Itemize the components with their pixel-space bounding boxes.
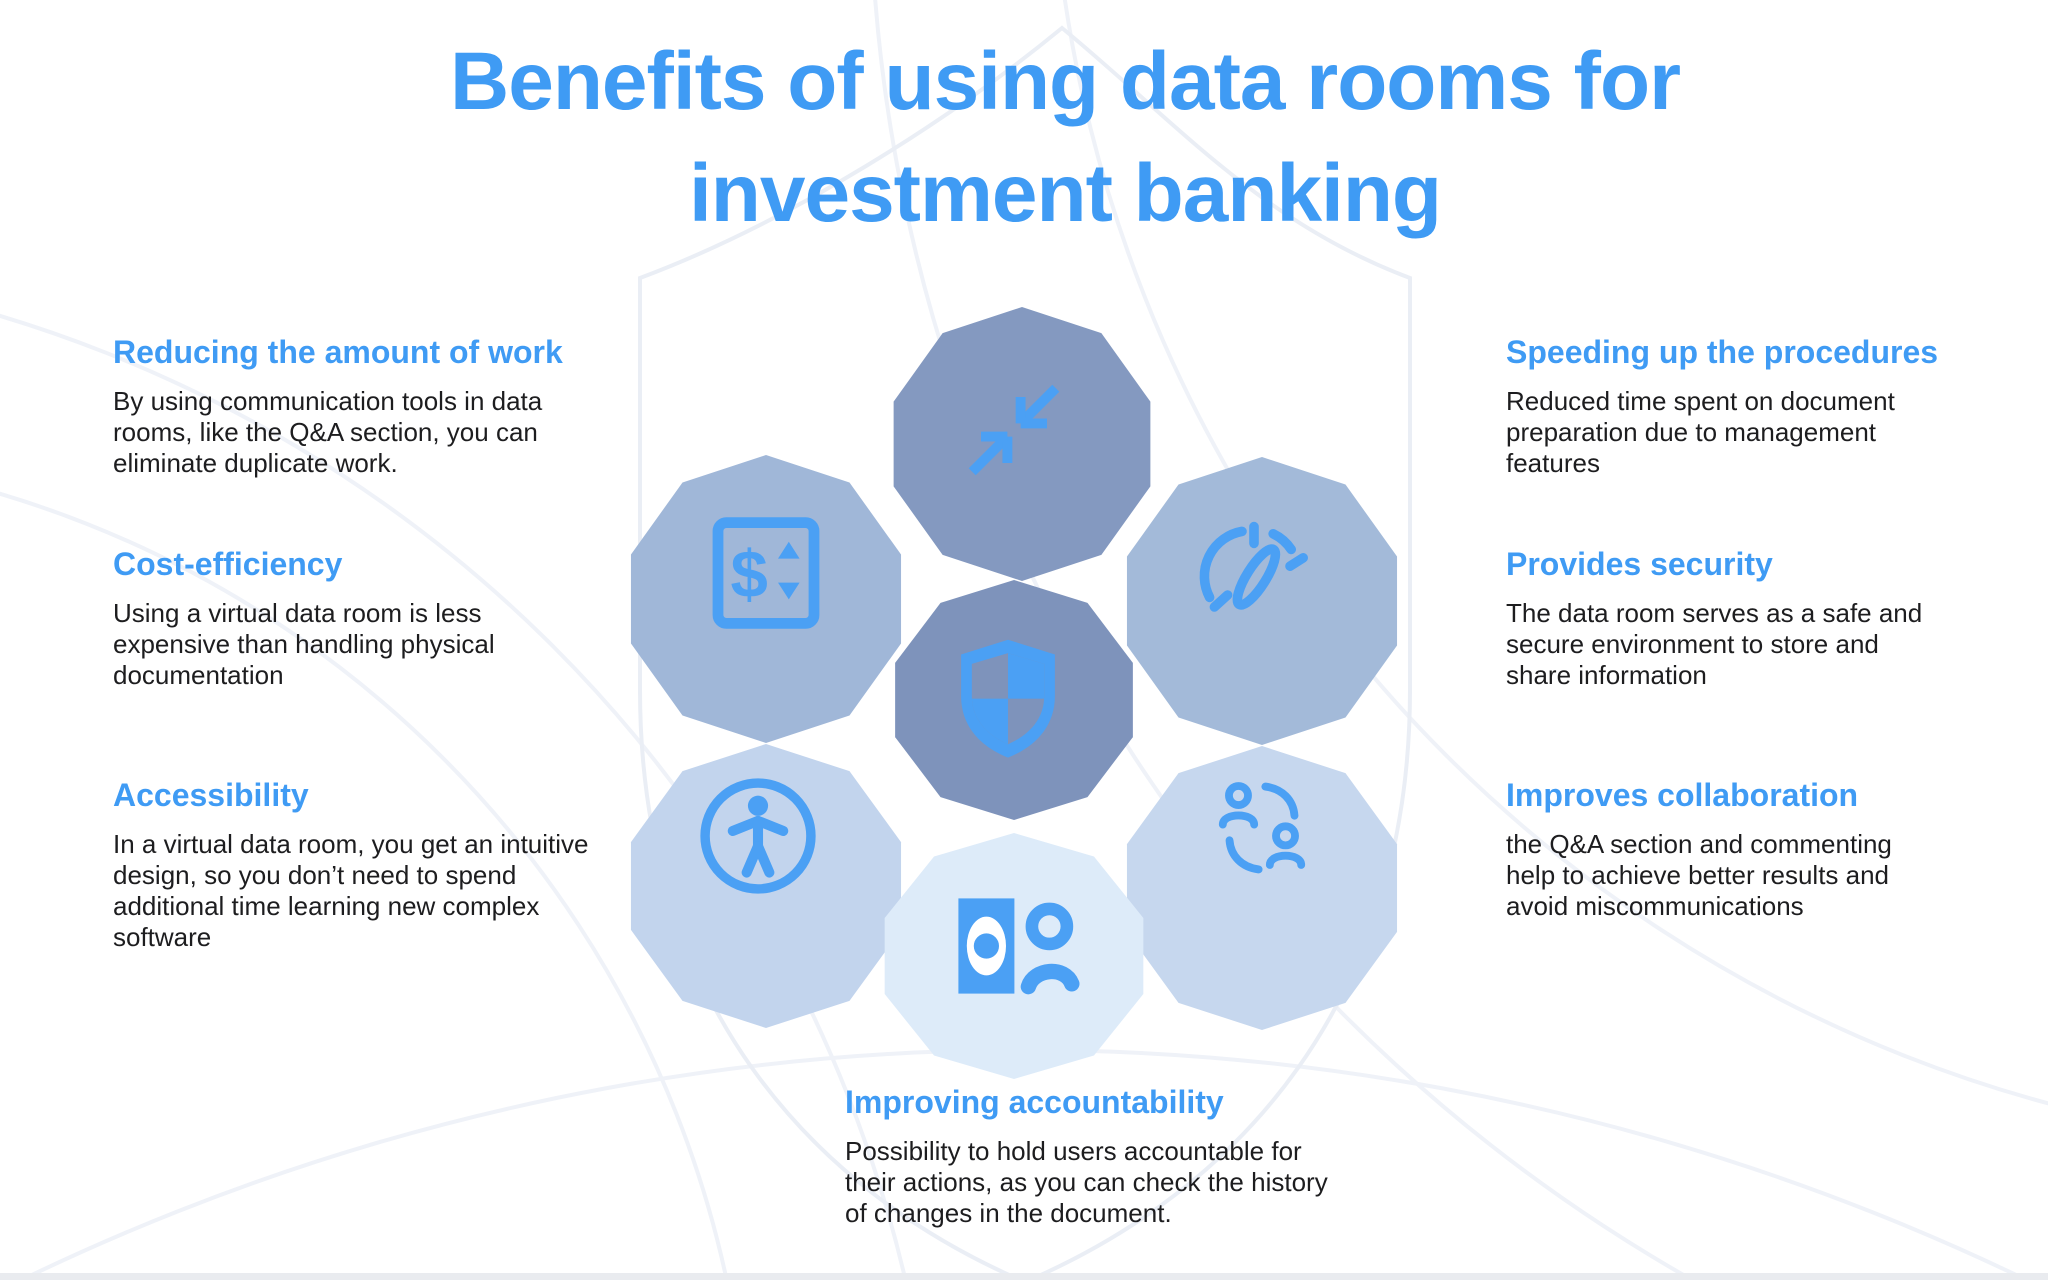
payment-person-icon: [958, 898, 1080, 995]
decagon-speed: [1126, 457, 1398, 745]
background-shield-outline: [638, 25, 1412, 1280]
benefit-improves-collaboration: Improves collaboration the Q&A section a…: [1506, 775, 2026, 922]
page-title-line2: investment banking: [688, 148, 1442, 239]
decagon-cost: $: [630, 455, 902, 743]
decagon-accessibility: [630, 744, 902, 1028]
benefit-body: Reduced time spent on document preparati…: [1506, 386, 1895, 478]
svg-text:$: $: [731, 537, 768, 612]
benefit-heading: Speeding up the procedures: [1506, 334, 1939, 370]
page-title: Benefits of using data rooms for investm…: [0, 26, 2048, 250]
bottom-edge-strip: [0, 1273, 2048, 1280]
benefit-heading: Accessibility: [113, 777, 309, 813]
benefit-provides-security: Provides security The data room serves a…: [1506, 544, 2026, 691]
benefit-body: The data room serves as a safe and secur…: [1506, 598, 1923, 690]
benefit-heading: Improving accountability: [845, 1084, 1224, 1120]
benefit-reducing-work: Reducing the amount of work By using com…: [113, 332, 673, 479]
collapse-arrows-icon: [968, 384, 1060, 476]
benefit-body: Using a virtual data room is less expens…: [113, 598, 495, 690]
decagon-collaboration: [1126, 746, 1398, 1030]
decagon-accountability: [884, 833, 1144, 1079]
decagon-security: [895, 580, 1133, 820]
benefit-body: Possibility to hold users accountable fo…: [845, 1136, 1328, 1228]
benefit-accessibility: Accessibility In a virtual data room, yo…: [113, 775, 713, 953]
benefit-speeding-up: Speeding up the procedures Reduced time …: [1506, 332, 2026, 479]
benefit-heading: Cost-efficiency: [113, 546, 343, 582]
benefit-body: the Q&A section and commenting help to a…: [1506, 829, 1892, 921]
person-circle-icon: [700, 778, 816, 894]
benefit-heading: Reducing the amount of work: [113, 334, 563, 370]
speedometer-icon: [1199, 521, 1308, 612]
shield-icon: [961, 639, 1055, 758]
benefit-body: By using communication tools in data roo…: [113, 386, 543, 478]
dollar-adjust-icon: $: [712, 517, 820, 629]
benefit-cost-efficiency: Cost-efficiency Using a virtual data roo…: [113, 544, 673, 691]
decagon-reduce-work: [893, 307, 1151, 581]
benefit-heading: Provides security: [1506, 546, 1773, 582]
users-sync-icon: [1218, 782, 1306, 874]
benefit-body: In a virtual data room, you get an intui…: [113, 829, 589, 952]
benefit-improving-accountability: Improving accountability Possibility to …: [845, 1082, 1445, 1229]
page-title-line1: Benefits of using data rooms for: [450, 36, 1681, 127]
benefit-heading: Improves collaboration: [1506, 777, 1859, 813]
